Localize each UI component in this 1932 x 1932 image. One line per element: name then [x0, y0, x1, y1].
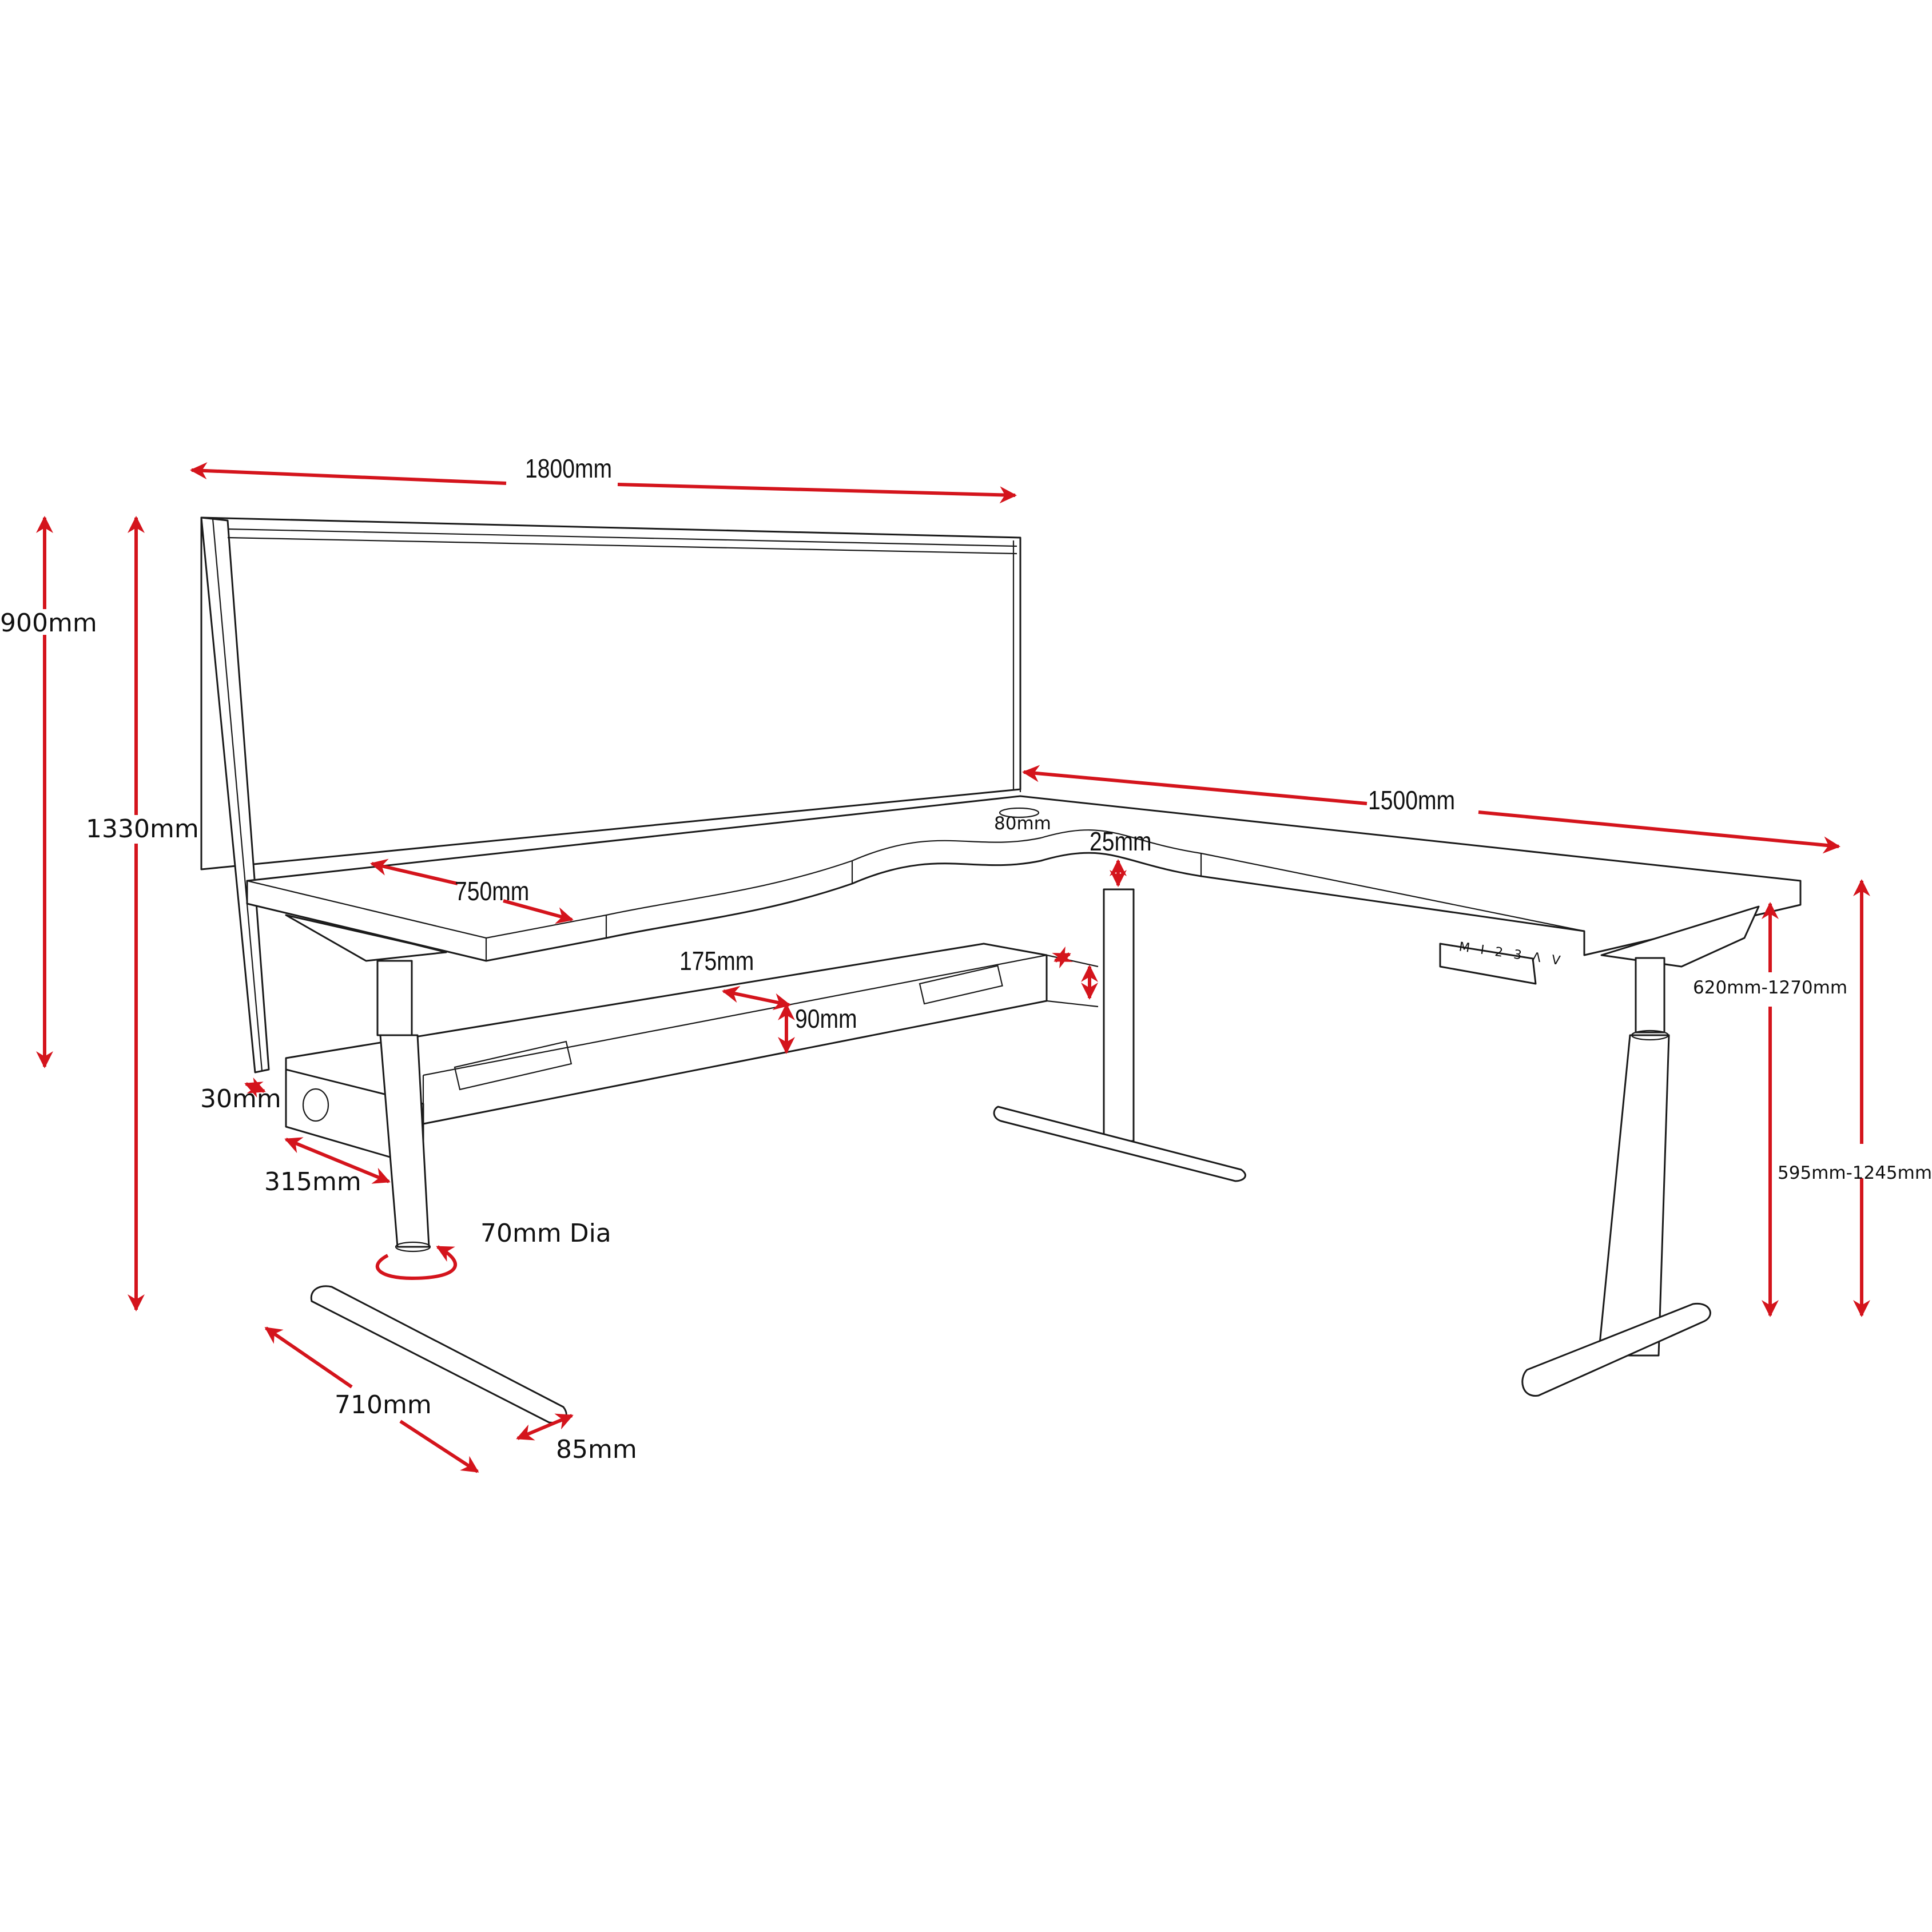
label-cable-tray-depth: 175mm	[679, 946, 754, 976]
desk-top	[246, 795, 1802, 962]
dimension-arrows	[36, 462, 1870, 1473]
label-grommet-diameter: 80mm	[994, 813, 1051, 834]
power-outlet-strip	[919, 965, 1003, 1005]
cable-grommet	[999, 807, 1040, 818]
privacy-screen	[200, 516, 1021, 1074]
leg-center	[993, 888, 1246, 1182]
cable-port	[302, 1088, 329, 1122]
label-bracket-depth: 315mm	[264, 1167, 361, 1196]
label-screen-width: 1800mm	[525, 454, 613, 483]
label-overall-height: 1330mm	[86, 814, 199, 844]
height-controller	[1439, 943, 1537, 985]
label-screen-height: 900mm	[0, 609, 97, 638]
label-foot-width: 85mm	[556, 1435, 637, 1464]
label-top-thickness: 25mm	[1090, 826, 1152, 856]
label-cable-tray-height: 90mm	[795, 1004, 857, 1033]
label-column-diameter: 70mm Dia	[480, 1219, 611, 1248]
label-height-range-frame: 595mm-1245mm	[1778, 1163, 1932, 1183]
label-foot-length: 710mm	[335, 1390, 432, 1420]
label-return-length: 1500mm	[1368, 785, 1456, 815]
label-desk-depth: 750mm	[455, 876, 530, 906]
leg-right	[1521, 905, 1760, 1397]
power-outlet-strip	[454, 1040, 573, 1091]
label-screen-clearance: 30mm	[200, 1084, 281, 1114]
label-height-range-top: 620mm-1270mm	[1693, 977, 1848, 998]
